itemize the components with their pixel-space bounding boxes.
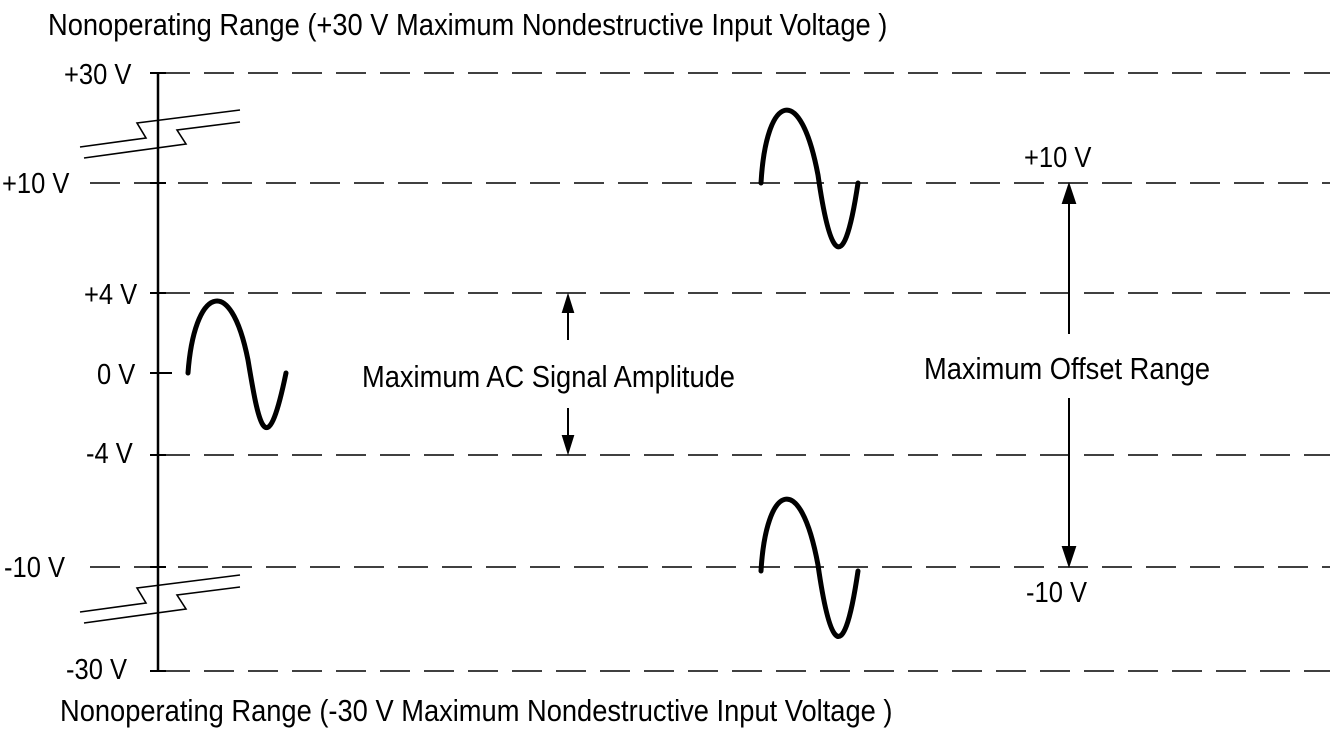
- offset-top-label: +10 V: [1024, 142, 1092, 174]
- amplitude-arrowhead-down: [561, 435, 575, 456]
- offset-arrowhead-down: [1061, 546, 1077, 569]
- ac-amplitude-label: Maximum AC Signal Amplitude: [362, 359, 735, 394]
- axis-break-lower: [79, 574, 241, 624]
- tick-label-zero: 0 V: [97, 359, 136, 391]
- bottom-nonoperating-note: Nonoperating Range (-30 V Maximum Nondes…: [60, 693, 893, 728]
- top-nonoperating-note: Nonoperating Range (+30 V Maximum Nondes…: [48, 7, 888, 42]
- tick-label-plus4: +4 V: [84, 279, 138, 311]
- offset-arrowhead-up: [1061, 181, 1077, 204]
- offset-low-wave: [758, 496, 861, 639]
- amplitude-arrowhead-up: [561, 292, 575, 313]
- tick-label-minus10: -10 V: [4, 552, 66, 584]
- offset-high-wave: [758, 107, 861, 250]
- tick-label-minus30: -30 V: [66, 654, 128, 686]
- offset-range-label: Maximum Offset Range: [924, 351, 1211, 386]
- axis-break-upper: [79, 109, 241, 159]
- tick-label-plus10: +10 V: [2, 168, 70, 200]
- tick-label-minus4: -4 V: [86, 438, 133, 470]
- tick-label-plus30: +30 V: [64, 59, 132, 91]
- ac-signal-wave: [185, 298, 289, 431]
- offset-bottom-label: -10 V: [1026, 577, 1088, 609]
